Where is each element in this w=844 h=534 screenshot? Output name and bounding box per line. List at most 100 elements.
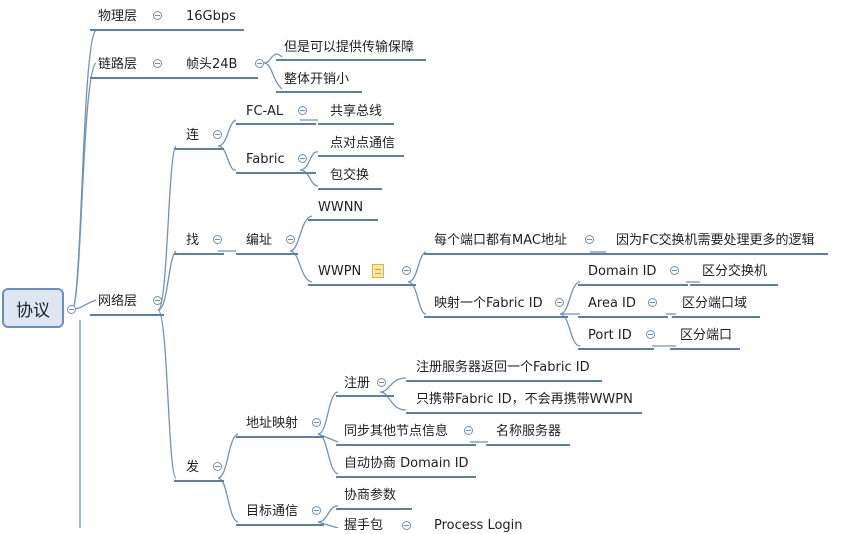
underline <box>336 444 476 446</box>
node-negotiate-params[interactable]: 协商参数 <box>344 488 397 503</box>
node-name-server[interactable]: 名称服务器 <box>496 424 562 439</box>
underline <box>318 155 404 157</box>
underline <box>174 253 224 255</box>
node-network-layer[interactable]: 网络层 <box>98 294 138 309</box>
collapse-toggle-icon[interactable] <box>213 235 222 244</box>
node-physical-bandwidth[interactable]: 16Gbps <box>186 9 236 24</box>
underline <box>670 348 740 350</box>
note-icon[interactable] <box>372 264 384 278</box>
underline <box>406 412 642 414</box>
underline <box>578 348 654 350</box>
underline <box>276 59 426 61</box>
underline <box>236 123 316 125</box>
collapse-toggle-icon[interactable] <box>153 59 162 68</box>
node-addressing[interactable]: 编址 <box>246 233 273 248</box>
node-connect[interactable]: 连 <box>186 128 200 143</box>
node-mac-per-port[interactable]: 每个端口都有MAC地址 <box>434 233 567 248</box>
underline <box>236 253 298 255</box>
collapse-toggle-icon[interactable] <box>377 378 386 387</box>
underline <box>236 436 324 438</box>
node-area-id[interactable]: Area ID <box>588 296 636 311</box>
underline <box>318 188 382 190</box>
underline <box>336 476 476 478</box>
node-handshake-packet[interactable]: 握手包 <box>344 518 384 533</box>
collapse-toggle-icon[interactable] <box>286 235 295 244</box>
underline <box>90 77 168 79</box>
node-fabric[interactable]: Fabric <box>246 152 285 167</box>
collapse-toggle-icon[interactable] <box>67 305 76 314</box>
underline <box>672 316 760 318</box>
node-map-fabric-id[interactable]: 映射一个Fabric ID <box>434 296 543 311</box>
node-domain-id[interactable]: Domain ID <box>588 264 657 279</box>
node-sync-node-info[interactable]: 同步其他节点信息 <box>344 424 449 439</box>
node-carry-fabric-id-only[interactable]: 只携带Fabric ID，不会再携带WWPN <box>416 392 633 407</box>
node-process-login[interactable]: Process Login <box>434 518 523 533</box>
node-packet-switching[interactable]: 包交换 <box>330 168 370 183</box>
collapse-toggle-icon[interactable] <box>213 462 222 471</box>
collapse-toggle-icon[interactable] <box>402 266 411 275</box>
node-shared-bus[interactable]: 共享总线 <box>330 104 383 119</box>
underline <box>90 314 164 316</box>
node-frame-header[interactable]: 帧头24B <box>186 57 238 72</box>
underline <box>236 524 324 526</box>
collapse-toggle-icon[interactable] <box>464 426 473 435</box>
collapse-toggle-icon[interactable] <box>298 154 307 163</box>
node-link-layer[interactable]: 链路层 <box>98 57 138 72</box>
node-port-id[interactable]: Port ID <box>588 328 632 343</box>
root-node[interactable]: 协议 <box>2 288 64 328</box>
collapse-toggle-icon[interactable] <box>646 330 655 339</box>
node-reg-server-returns-id[interactable]: 注册服务器返回一个Fabric ID <box>416 360 590 375</box>
node-send[interactable]: 发 <box>186 460 200 475</box>
collapse-toggle-icon[interactable] <box>555 298 564 307</box>
node-point-to-point[interactable]: 点对点通信 <box>330 136 396 151</box>
collapse-toggle-icon[interactable] <box>312 506 321 515</box>
underline <box>276 91 362 93</box>
collapse-toggle-icon[interactable] <box>298 106 307 115</box>
underline <box>168 29 244 31</box>
underline <box>486 444 570 446</box>
node-fc-switch-logic[interactable]: 因为FC交换机需要处理更多的逻辑 <box>616 233 815 248</box>
collapse-toggle-icon[interactable] <box>402 521 411 530</box>
underline <box>424 253 604 255</box>
node-auto-negotiate-domain[interactable]: 自动协商 Domain ID <box>344 456 469 471</box>
node-wwnn[interactable]: WWNN <box>318 200 364 215</box>
node-register[interactable]: 注册 <box>344 376 371 391</box>
underline <box>336 395 394 397</box>
node-distinguish-port-domain[interactable]: 区分端口域 <box>682 296 748 311</box>
collapse-toggle-icon[interactable] <box>312 418 321 427</box>
collapse-toggle-icon[interactable] <box>213 130 222 139</box>
node-distinguish-port[interactable]: 区分端口 <box>680 328 733 343</box>
underline <box>424 316 568 318</box>
node-wwpn[interactable]: WWPN <box>318 264 362 279</box>
underline <box>236 172 316 174</box>
underline <box>318 123 394 125</box>
node-distinguish-switch[interactable]: 区分交换机 <box>702 264 768 279</box>
underline <box>308 219 378 221</box>
underline <box>336 508 412 510</box>
node-find[interactable]: 找 <box>186 233 200 248</box>
collapse-toggle-icon[interactable] <box>648 298 657 307</box>
collapse-toggle-icon[interactable] <box>153 11 162 20</box>
node-fc-al[interactable]: FC-AL <box>246 104 284 119</box>
node-target-communication[interactable]: 目标通信 <box>246 504 299 519</box>
underline <box>578 284 688 286</box>
root-label: 协议 <box>16 300 50 321</box>
underline <box>308 284 416 286</box>
underline <box>604 253 828 255</box>
collapse-toggle-icon[interactable] <box>670 266 679 275</box>
underline <box>174 148 224 150</box>
node-address-mapping[interactable]: 地址映射 <box>246 416 299 431</box>
node-physical-layer[interactable]: 物理层 <box>98 9 138 24</box>
collapse-toggle-icon[interactable] <box>585 235 594 244</box>
node-low-overhead[interactable]: 整体开销小 <box>284 72 350 87</box>
underline <box>90 29 168 31</box>
node-transfer-guarantee[interactable]: 但是可以提供传输保障 <box>284 40 415 55</box>
underline <box>578 316 668 318</box>
underline <box>406 380 602 382</box>
collapse-toggle-icon[interactable] <box>153 296 162 305</box>
underline <box>168 77 258 79</box>
underline <box>174 480 224 482</box>
underline <box>690 284 778 286</box>
collapse-toggle-icon[interactable] <box>255 59 264 68</box>
